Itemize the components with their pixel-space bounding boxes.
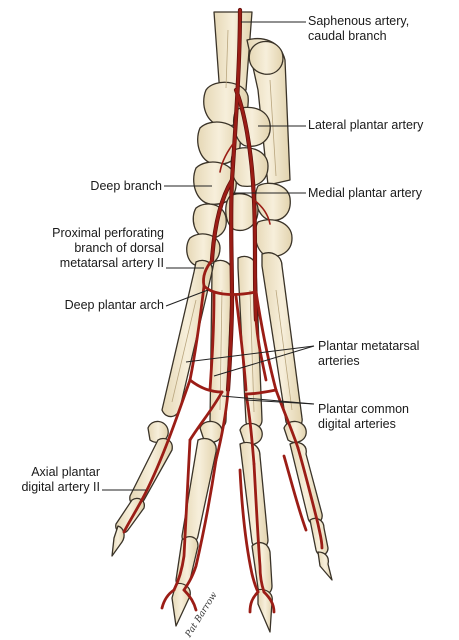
label-line: metatarsal artery II: [59, 256, 164, 270]
leader-plantar-common-2: [245, 399, 315, 405]
deep-branch-path: [210, 178, 234, 262]
label-saphenous-artery: Saphenous artery, caudal branch: [308, 14, 409, 44]
label-line: Axial plantar: [31, 465, 100, 479]
digit-iii-claw: [171, 582, 191, 627]
leader-plantar-metatarsal-1: [185, 345, 315, 363]
label-plantar-metatarsal-arteries: Plantar metatarsal arteries: [318, 339, 419, 369]
label-line: branch of dorsal: [74, 241, 164, 255]
label-medial-plantar-artery: Medial plantar artery: [308, 186, 422, 201]
digit-ii-claw: [111, 525, 125, 557]
leader-lines: [102, 21, 315, 491]
label-line: Medial plantar artery: [308, 186, 422, 200]
arteries: [122, 7, 324, 614]
digit-v-claw: [317, 551, 333, 581]
digit-v-phalanx-1: [289, 441, 323, 525]
label-axial-plantar-digital-artery: Axial plantar digital artery II: [4, 465, 100, 495]
label-deep-plantar-arch: Deep plantar arch: [30, 298, 164, 313]
leader-plantar-metatarsal-2: [213, 345, 315, 377]
label-lateral-plantar-artery: Lateral plantar artery: [308, 118, 423, 133]
label-line: arteries: [318, 354, 360, 368]
label-proximal-perforating-branch: Proximal perforating branch of dorsal me…: [14, 226, 164, 271]
tarsal-bone-6: [255, 182, 291, 221]
label-line: caudal branch: [308, 29, 387, 43]
fibular-head: [248, 40, 284, 75]
label-line: digital arteries: [318, 417, 396, 431]
label-line: Lateral plantar artery: [308, 118, 424, 132]
bones: [111, 11, 333, 633]
digit-ii-sesamoid: [147, 420, 169, 444]
label-line: Plantar metatarsal: [318, 339, 420, 353]
label-line: Plantar common: [318, 402, 410, 416]
saphenous-artery-path: [226, 8, 242, 392]
axial-plantar-digital-artery-path: [122, 378, 192, 534]
label-line: Saphenous artery,: [308, 14, 410, 28]
digit-iv-claw: [257, 588, 273, 633]
tarsal-bone-9: [254, 219, 293, 258]
label-line: Deep plantar arch: [64, 298, 164, 312]
leader-deep-plantar-arch: [165, 289, 209, 307]
label-line: Deep branch: [90, 179, 162, 193]
tarsal-bone-4: [232, 106, 271, 147]
deep-plantar-arch-path: [202, 284, 258, 296]
tarsal-bone-8: [225, 193, 259, 232]
label-line: digital artery II: [21, 480, 100, 494]
lateral-plantar-artery-path: [234, 88, 268, 382]
label-plantar-common-digital-arteries: Plantar common digital arteries: [318, 402, 409, 432]
label-deep-branch: Deep branch: [66, 179, 162, 194]
label-line: Proximal perforating: [52, 226, 164, 240]
